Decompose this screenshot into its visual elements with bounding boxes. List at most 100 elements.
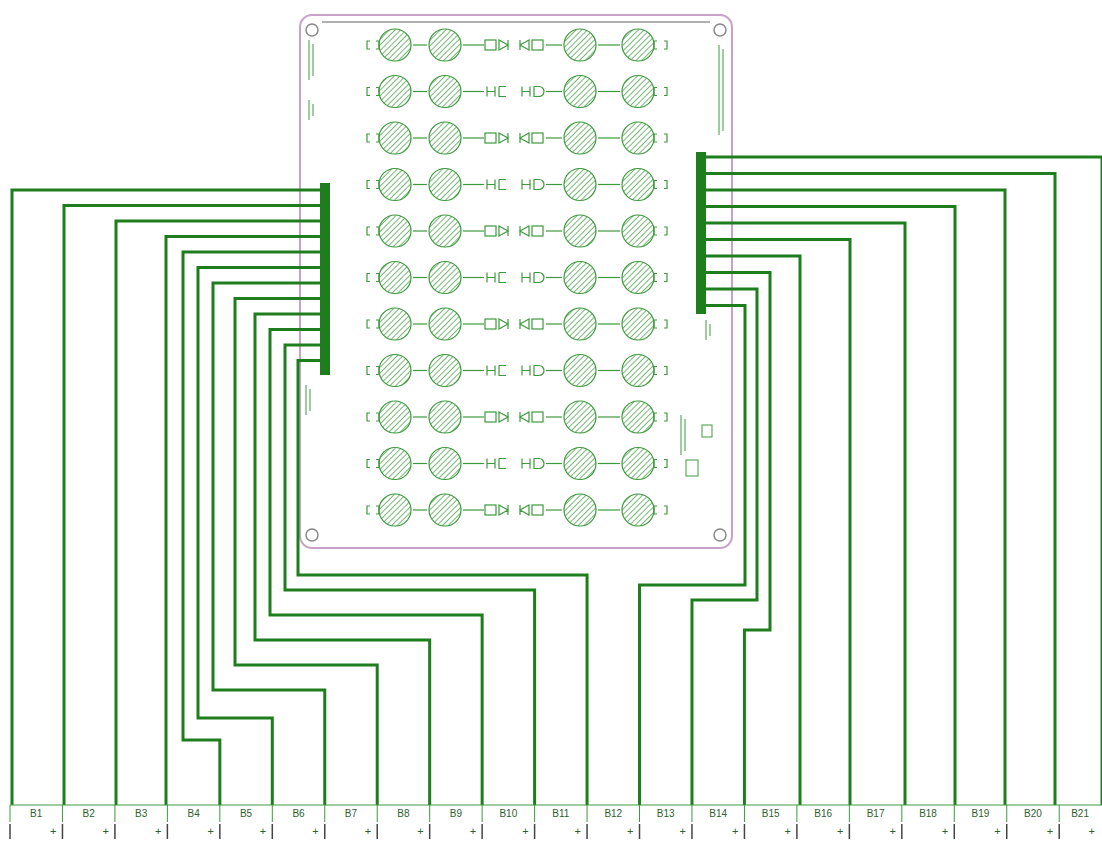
cell-balance-row <box>367 122 667 154</box>
terminal-sign: + <box>1060 825 1100 837</box>
cell-balance-row <box>367 401 667 433</box>
battery-cell: B1 + <box>11 806 61 839</box>
cell-strip <box>10 805 1102 839</box>
cell-balance-row <box>367 29 667 61</box>
terminal-sign: + <box>431 825 481 837</box>
balance-wire <box>64 206 322 806</box>
mount-hole <box>306 24 318 36</box>
balance-wire <box>183 252 322 805</box>
cell-balance-row <box>367 355 667 387</box>
terminal-sign: + <box>850 825 900 837</box>
battery-cell: B8 + <box>378 806 428 839</box>
cell-balance-row <box>367 262 667 294</box>
cell-label: B11 <box>536 808 586 820</box>
cell-balance-row <box>367 448 667 480</box>
mount-hole <box>714 24 726 36</box>
cell-label: B6 <box>273 808 323 820</box>
pcb-edge <box>322 21 710 23</box>
battery-cell: B7 + <box>326 806 376 839</box>
battery-cell: B10 + <box>483 806 533 839</box>
battery-cell: B20 + <box>1008 806 1058 839</box>
cell-label: B4 <box>168 808 218 820</box>
balance-wire <box>704 240 850 806</box>
cell-balance-row <box>367 76 667 108</box>
battery-cell: B13 + <box>641 806 691 839</box>
terminal-sign: + <box>693 825 743 837</box>
terminal-sign: + <box>798 825 848 837</box>
terminal-sign: + <box>378 825 428 837</box>
cell-label: B9 <box>431 808 481 820</box>
cell-label: B19 <box>955 808 1005 820</box>
terminal-sign: + <box>116 825 166 837</box>
mount-hole <box>714 529 726 541</box>
cell-label: B14 <box>693 808 743 820</box>
terminal-sign: + <box>63 825 113 837</box>
cell-balance-row <box>367 215 667 247</box>
cell-label: B2 <box>63 808 113 820</box>
cell-label: B21 <box>1060 808 1100 820</box>
cell-label: B1 <box>11 808 61 820</box>
cell-label: B17 <box>850 808 900 820</box>
balance-wire <box>704 190 1005 805</box>
terminal-sign: + <box>168 825 218 837</box>
battery-cell: B17 + <box>850 806 900 839</box>
battery-cell: B18 + <box>903 806 953 839</box>
cell-label: B20 <box>1008 808 1058 820</box>
battery-cell: B11 + <box>536 806 586 839</box>
cell-label: B12 <box>588 808 638 820</box>
mount-hole <box>306 529 318 541</box>
balance-wire <box>704 223 905 805</box>
cell-label: B15 <box>745 808 795 820</box>
balance-wire <box>298 361 587 806</box>
balance-wires <box>12 157 1102 805</box>
balance-wire <box>255 314 430 805</box>
pcb-outline <box>300 15 732 548</box>
balance-wire <box>704 256 800 805</box>
terminal-sign: + <box>221 825 271 837</box>
terminal-sign: + <box>1008 825 1058 837</box>
balance-wire <box>640 306 745 806</box>
battery-cell: B6 + <box>273 806 323 839</box>
battery-cell: B15 + <box>745 806 795 839</box>
silkscreen-marks <box>306 40 723 455</box>
balance-wire <box>704 157 1102 805</box>
battery-cell: B5 + <box>221 806 271 839</box>
balance-wire <box>116 221 322 805</box>
cell-label: B8 <box>378 808 428 820</box>
balance-wire <box>270 330 482 806</box>
cell-label: B18 <box>903 808 953 820</box>
balance-wire <box>704 207 955 806</box>
pcb-components <box>306 24 726 541</box>
battery-cell: B3 + <box>116 806 166 839</box>
battery-cell: B9 + <box>431 806 481 839</box>
battery-cell: B12 + <box>588 806 638 839</box>
battery-cell: B19 + <box>955 806 1005 839</box>
terminal-sign: + <box>536 825 586 837</box>
balance-wire <box>692 289 757 805</box>
terminal-sign: + <box>273 825 323 837</box>
terminal-sign: + <box>326 825 376 837</box>
cell-label: B7 <box>326 808 376 820</box>
battery-cell: B16 + <box>798 806 848 839</box>
cell-label: B16 <box>798 808 848 820</box>
cell-label: B3 <box>116 808 166 820</box>
balance-wire <box>198 268 322 806</box>
battery-cell: B14 + <box>693 806 743 839</box>
cell-label: B5 <box>221 808 271 820</box>
terminal-sign: + <box>483 825 533 837</box>
battery-cell: B4 + <box>168 806 218 839</box>
terminal-sign: + <box>903 825 953 837</box>
balance-wire <box>704 273 770 806</box>
cell-balance-row <box>367 308 667 340</box>
terminal-sign: + <box>11 825 61 837</box>
cell-label: B13 <box>641 808 691 820</box>
terminal-sign: + <box>745 825 795 837</box>
cell-balance-row <box>367 169 667 201</box>
terminal-sign: + <box>588 825 638 837</box>
terminal-sign: + <box>641 825 691 837</box>
terminal-sign: + <box>955 825 1005 837</box>
cell-label: B10 <box>483 808 533 820</box>
